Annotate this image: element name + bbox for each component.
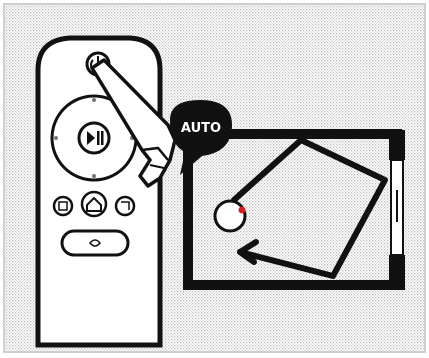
wall-right-top [389, 130, 405, 160]
remote-control [38, 38, 160, 345]
wall-right-bottom [389, 255, 405, 290]
up-dot [92, 98, 96, 102]
spot-button[interactable] [54, 197, 72, 215]
dock-button[interactable] [62, 231, 128, 255]
home-button[interactable] [82, 192, 106, 216]
down-dot [92, 174, 96, 178]
play-pause-button[interactable] [79, 123, 109, 153]
left-dot [54, 136, 58, 140]
robot-vacuum-icon [215, 201, 246, 231]
edge-button[interactable] [116, 197, 134, 215]
auto-label: AUTO [181, 121, 221, 136]
